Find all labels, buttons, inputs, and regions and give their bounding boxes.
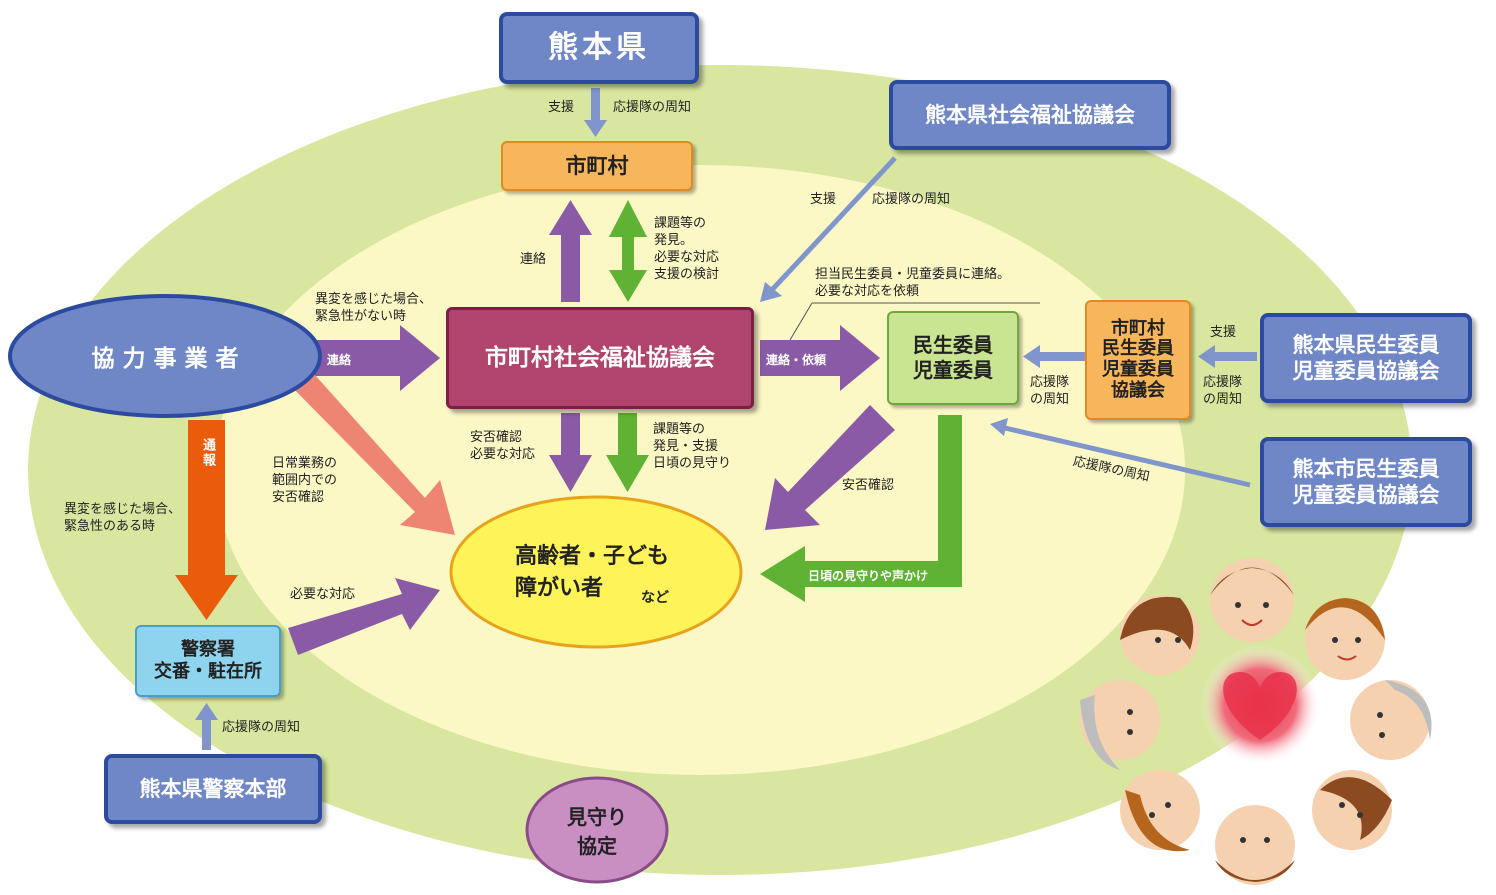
target-line-1: 高齢者・子ども: [515, 544, 670, 569]
face-3: [1350, 680, 1432, 760]
cooperating-business-ellipse: [8, 294, 322, 418]
label-support-1: 支援: [548, 100, 575, 115]
municipality-label: 市町村: [565, 153, 629, 178]
face-4: [1312, 770, 1392, 850]
label-issues-daily: 課題等の 発見・支援 日頃の見守り: [653, 422, 732, 471]
label-report: 通報: [200, 438, 215, 468]
pref-social-welfare-box: 熊本県社会福祉協議会: [889, 80, 1171, 150]
face-5: [1215, 805, 1295, 885]
muni-council-line-1: 市町村: [1111, 317, 1165, 339]
agreement-line-1: 見守り: [567, 805, 627, 829]
purple-arrows: [288, 200, 895, 655]
label-contact-arrow: 連絡: [327, 353, 352, 367]
label-safety-confirm: 安否確認: [842, 478, 895, 493]
agreement-line-2: 協定: [577, 834, 617, 858]
label-needed-response: 必要な対応: [290, 587, 356, 602]
pref-commissioners-line-1: 熊本県民生委員: [1292, 332, 1440, 357]
label-safety-confirm-needed: 安否確認 必要な対応: [470, 430, 536, 462]
target-suffix: など: [641, 590, 669, 606]
salmon-arrow: [285, 375, 455, 535]
target-line-2: 障がい者: [515, 576, 604, 601]
commissioners-line-1: 民生委員: [913, 333, 993, 357]
muni-council-line-3: 児童委員: [1102, 359, 1174, 380]
pref-commissioners-council-box: 熊本県民生委員 児童委員協議会: [1260, 313, 1472, 403]
label-abnormal-urgent: 異変を感じた場合、 緊急性のある時: [64, 502, 182, 534]
police-line-2: 交番・駐在所: [154, 661, 262, 682]
muni-council-line-4: 協議会: [1111, 379, 1165, 401]
face-8: [1120, 595, 1200, 675]
label-team-notice-6: 応援隊の周知: [222, 720, 301, 735]
label-assigned-contact: 担当民生委員・児童委員に連絡。 必要な対応を依頼: [815, 267, 1011, 299]
assigned-contact-leader: [789, 302, 813, 341]
commissioners-box: 民生委員 児童委員: [887, 311, 1019, 405]
cooperating-business-label: 協 力 事 業 者: [91, 346, 239, 372]
blue-arrows: [195, 88, 1257, 750]
label-team-notice-3: 応援隊 の周知: [1203, 375, 1243, 407]
heart-icon: [1223, 672, 1297, 740]
orange-arrow: [175, 420, 238, 620]
muni-social-welfare-box: 市町村社会福祉協議会: [446, 307, 754, 409]
city-commissioners-council-box: 熊本市民生委員 児童委員協議会: [1260, 437, 1472, 527]
face-7: [1080, 680, 1160, 770]
muni-commissioners-council-box: 市町村 民生委員 児童委員 協議会: [1085, 300, 1191, 420]
label-daily-watch: 日頃の見守りや声かけ: [808, 569, 929, 583]
face-6: [1120, 770, 1200, 852]
label-issues-discovery: 課題等の 発見。 必要な対応 支援の検討: [654, 216, 720, 282]
city-commissioners-line-2: 児童委員協議会: [1292, 483, 1440, 507]
city-commissioners-line-1: 熊本市民生委員: [1292, 456, 1440, 481]
label-contact-request-arrow: 連絡・依頼: [766, 353, 827, 367]
label-contact-up: 連絡: [520, 252, 547, 267]
cooperating-business-text: 協 力 事 業 者: [10, 296, 320, 416]
muni-council-line-2: 民生委員: [1102, 338, 1174, 360]
label-abnormal-nonurgent: 異変を感じた場合、 緊急性がない時: [315, 292, 433, 324]
kumamoto-pref-box: 熊本県: [499, 12, 699, 84]
pref-police-hq-box: 熊本県警察本部: [104, 754, 322, 824]
pref-commissioners-line-2: 児童委員協議会: [1292, 359, 1440, 383]
label-team-notice-1: 応援隊の周知: [613, 100, 692, 115]
muni-social-welfare-label: 市町村社会福祉協議会: [485, 344, 715, 371]
commissioners-line-2: 児童委員: [913, 358, 993, 382]
label-team-notice-2: 応援隊の周知: [872, 192, 951, 207]
target-text: 高齢者・子ども 障がい者: [460, 530, 690, 610]
agreement-text: 見守り 協定: [527, 780, 667, 880]
pref-police-hq-label: 熊本県警察本部: [139, 776, 287, 801]
label-daily-work-safety: 日常業務の 範囲内での 安否確認: [272, 456, 338, 505]
municipality-box: 市町村: [501, 141, 693, 191]
green-arrows: [606, 200, 962, 602]
label-support-3: 支援: [1210, 325, 1237, 340]
kumamoto-pref-label: 熊本県: [548, 30, 650, 66]
people-circle-illustration: [1080, 558, 1432, 885]
police-box: 警察署 交番・駐在所: [135, 625, 281, 697]
face-2: [1305, 598, 1385, 680]
face-1: [1210, 558, 1294, 642]
label-team-notice-4: 応援隊 の周知: [1030, 375, 1070, 407]
target-ellipse: [449, 495, 743, 649]
pref-social-welfare-label: 熊本県社会福祉協議会: [925, 102, 1135, 127]
agreement-ellipse: [525, 776, 669, 884]
police-line-1: 警察署: [181, 638, 235, 660]
label-support-2: 支援: [810, 192, 837, 207]
